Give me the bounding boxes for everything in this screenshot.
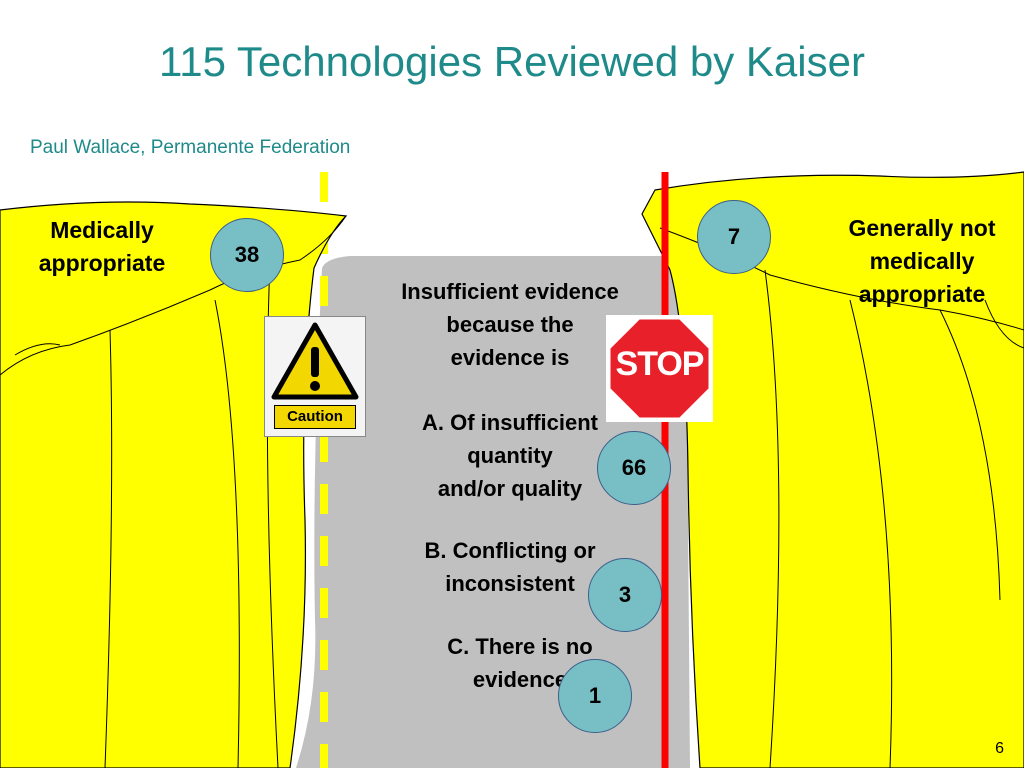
road bbox=[296, 256, 690, 768]
left-count-badge: 38 bbox=[210, 218, 284, 292]
caution-label: Caution bbox=[274, 405, 356, 429]
caution-sign: Caution bbox=[264, 316, 366, 437]
page-title: 115 Technologies Reviewed by Kaiser bbox=[159, 38, 865, 85]
item-c-count-badge: 1 bbox=[558, 659, 632, 733]
page-number: 6 bbox=[995, 740, 1004, 757]
page-subtitle: Paul Wallace, Permanente Federation bbox=[30, 137, 351, 158]
middle-item-a: A. Of insufficient quantity and/or quali… bbox=[422, 410, 598, 501]
stop-text: STOP bbox=[615, 345, 705, 383]
stop-sign: STOP bbox=[606, 315, 713, 422]
left-hill bbox=[0, 201, 348, 768]
right-count-badge: 7 bbox=[697, 200, 771, 274]
right-hill bbox=[641, 171, 1024, 768]
item-a-count-badge: 66 bbox=[597, 431, 671, 505]
left-region-label: Medically appropriate bbox=[38, 217, 166, 276]
right-region-label: Generally not medically appropriate bbox=[848, 215, 996, 307]
stop-octagon-icon bbox=[607, 316, 712, 421]
warning-triangle-icon bbox=[271, 322, 359, 400]
middle-heading: Insufficient evidence because the eviden… bbox=[401, 279, 619, 370]
middle-item-b: B. Conflicting or inconsistent bbox=[424, 538, 596, 596]
middle-item-c: C. There is no evidence bbox=[447, 634, 593, 692]
item-b-count-badge: 3 bbox=[588, 558, 662, 632]
